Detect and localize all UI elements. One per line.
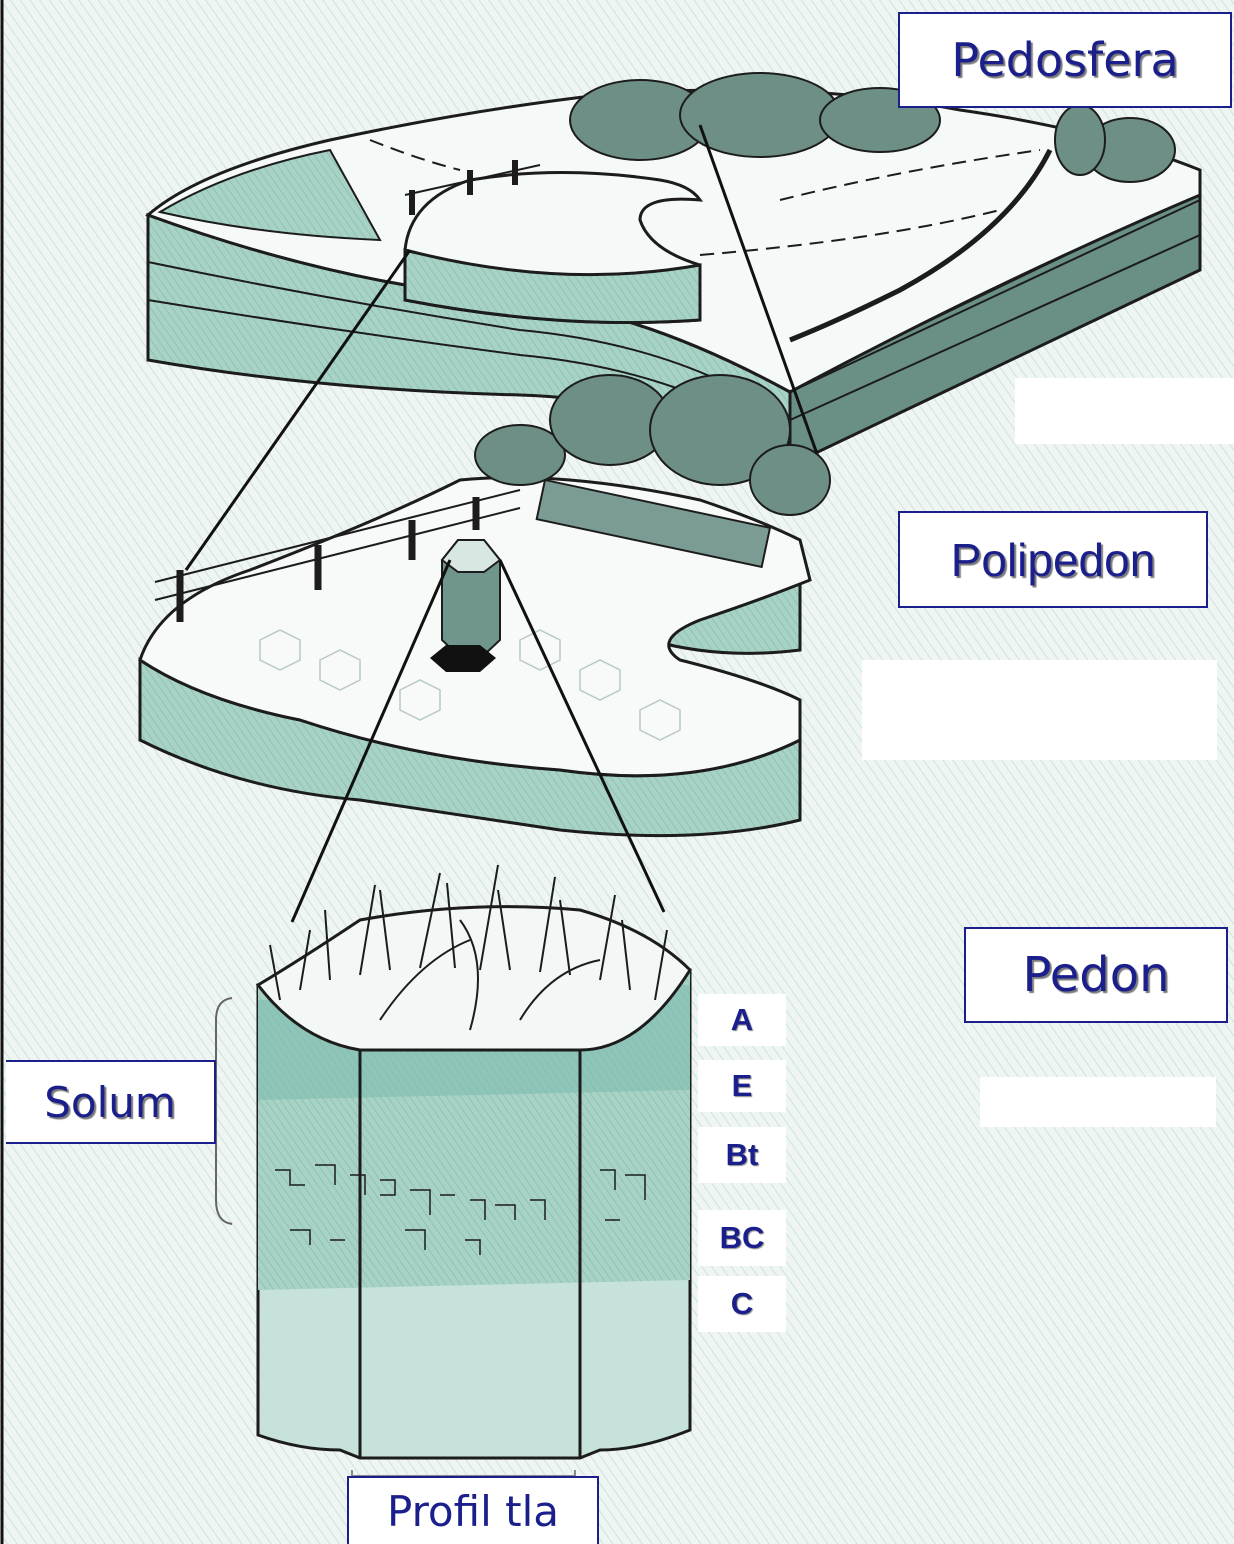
blank-patch-2 (862, 660, 1217, 760)
horizon-label-c: C (698, 1276, 786, 1332)
label-solum: Solum (6, 1060, 216, 1144)
horizon-label-a: A (698, 994, 786, 1046)
label-polipedon: Polipedon (898, 511, 1208, 608)
horizon-c-text: C (731, 1286, 753, 1322)
label-pedon-text: Pedon (1022, 947, 1169, 1003)
blank-patch-3 (980, 1077, 1216, 1127)
label-pedosfera: Pedosfera (898, 12, 1232, 108)
label-pedon: Pedon (964, 927, 1228, 1023)
horizon-bc-text: BC (720, 1220, 765, 1256)
blank-patch-1 (1015, 378, 1234, 444)
pedon-prism (258, 865, 690, 1476)
label-polipedon-text: Polipedon (951, 533, 1156, 587)
horizon-label-bc: BC (698, 1210, 786, 1266)
label-pedosfera-text: Pedosfera (951, 33, 1178, 87)
horizon-label-bt: Bt (698, 1127, 786, 1183)
label-solum-text: Solum (44, 1078, 176, 1127)
horizon-bt-text: Bt (726, 1137, 759, 1173)
label-profil-tla-text: Profil tla (387, 1487, 559, 1536)
horizon-a-text: A (731, 1002, 753, 1038)
label-profil-tla: Profil tla (347, 1476, 599, 1544)
horizon-label-e: E (698, 1060, 786, 1112)
horizon-e-text: E (732, 1068, 753, 1104)
